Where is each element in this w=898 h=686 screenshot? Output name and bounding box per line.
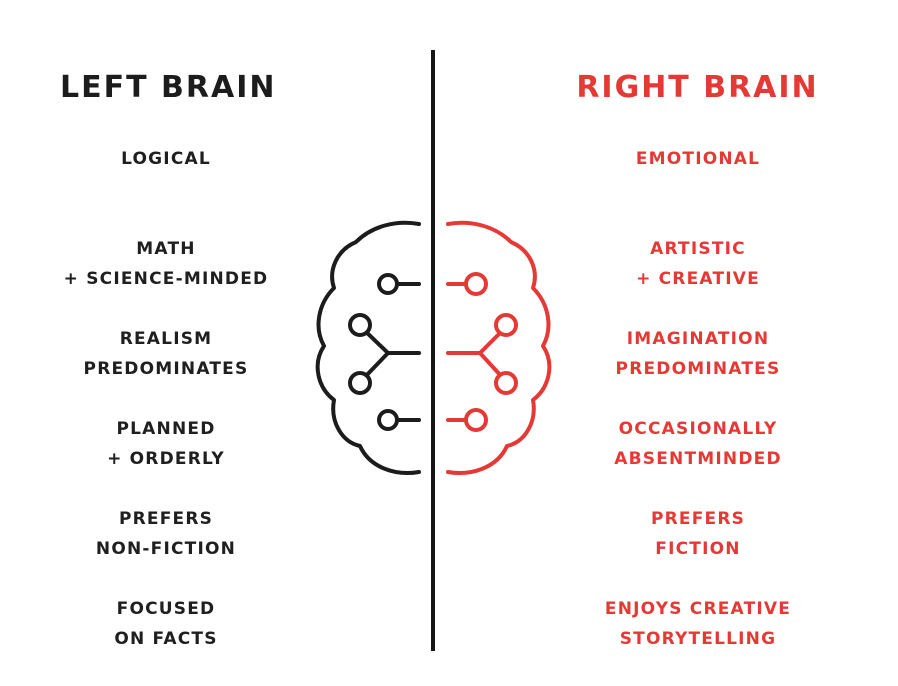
trait-line: PREFERS (650, 509, 746, 529)
trait-line: + SCIENCE-MINDED (63, 269, 269, 289)
trait-line: ABSENTMINDED (614, 449, 782, 469)
left-trait-facts: FOCUSED ON FACTS (36, 594, 296, 684)
trait-line: MATH (136, 239, 196, 259)
trait-line: PREDOMINATES (615, 359, 781, 379)
trait-line: REALISM (119, 329, 213, 349)
right-trait-absentminded: OCCASIONALLY ABSENTMINDED (568, 414, 828, 504)
trait-line: ENJOYS CREATIVE (604, 599, 792, 619)
left-trait-logical: LOGICAL (36, 144, 296, 234)
right-trait-artistic: ARTISTIC + CREATIVE (568, 234, 828, 324)
center-divider (431, 50, 435, 651)
left-brain-title: LEFT BRAIN (60, 70, 277, 105)
left-trait-nonfiction: PREFERS NON-FICTION (36, 504, 296, 594)
trait-line: FOCUSED (116, 599, 216, 619)
trait-line: EMOTIONAL (635, 149, 761, 169)
right-trait-emotional: EMOTIONAL (568, 144, 828, 234)
trait-line: PREFERS (118, 509, 214, 529)
trait-line: + CREATIVE (636, 269, 760, 289)
trait-line: LOGICAL (121, 149, 211, 169)
right-brain-title: RIGHT BRAIN (576, 70, 819, 105)
trait-line: NON-FICTION (95, 539, 237, 559)
trait-line: + ORDERLY (107, 449, 225, 469)
trait-line: OCCASIONALLY (618, 419, 778, 439)
left-hemisphere-icon (315, 220, 421, 475)
right-trait-imagination: IMAGINATION PREDOMINATES (568, 324, 828, 414)
left-trait-planned: PLANNED + ORDERLY (36, 414, 296, 504)
trait-line: ARTISTIC (650, 239, 746, 259)
trait-line: PLANNED (116, 419, 216, 439)
right-hemisphere-icon (446, 220, 552, 475)
right-trait-storytelling: ENJOYS CREATIVE STORYTELLING (568, 594, 828, 684)
trait-line: IMAGINATION (626, 329, 770, 349)
left-trait-realism: REALISM PREDOMINATES (36, 324, 296, 414)
trait-line: STORYTELLING (619, 629, 777, 649)
brain-circuit-icon (315, 220, 552, 475)
trait-line: FICTION (655, 539, 741, 559)
trait-line: PREDOMINATES (83, 359, 249, 379)
left-trait-math: MATH + SCIENCE-MINDED (36, 234, 296, 324)
left-brain-traits: LOGICAL MATH + SCIENCE-MINDED REALISM PR… (36, 144, 296, 684)
right-brain-traits: EMOTIONAL ARTISTIC + CREATIVE IMAGINATIO… (568, 144, 828, 684)
trait-line: ON FACTS (114, 629, 218, 649)
right-trait-fiction: PREFERS FICTION (568, 504, 828, 594)
